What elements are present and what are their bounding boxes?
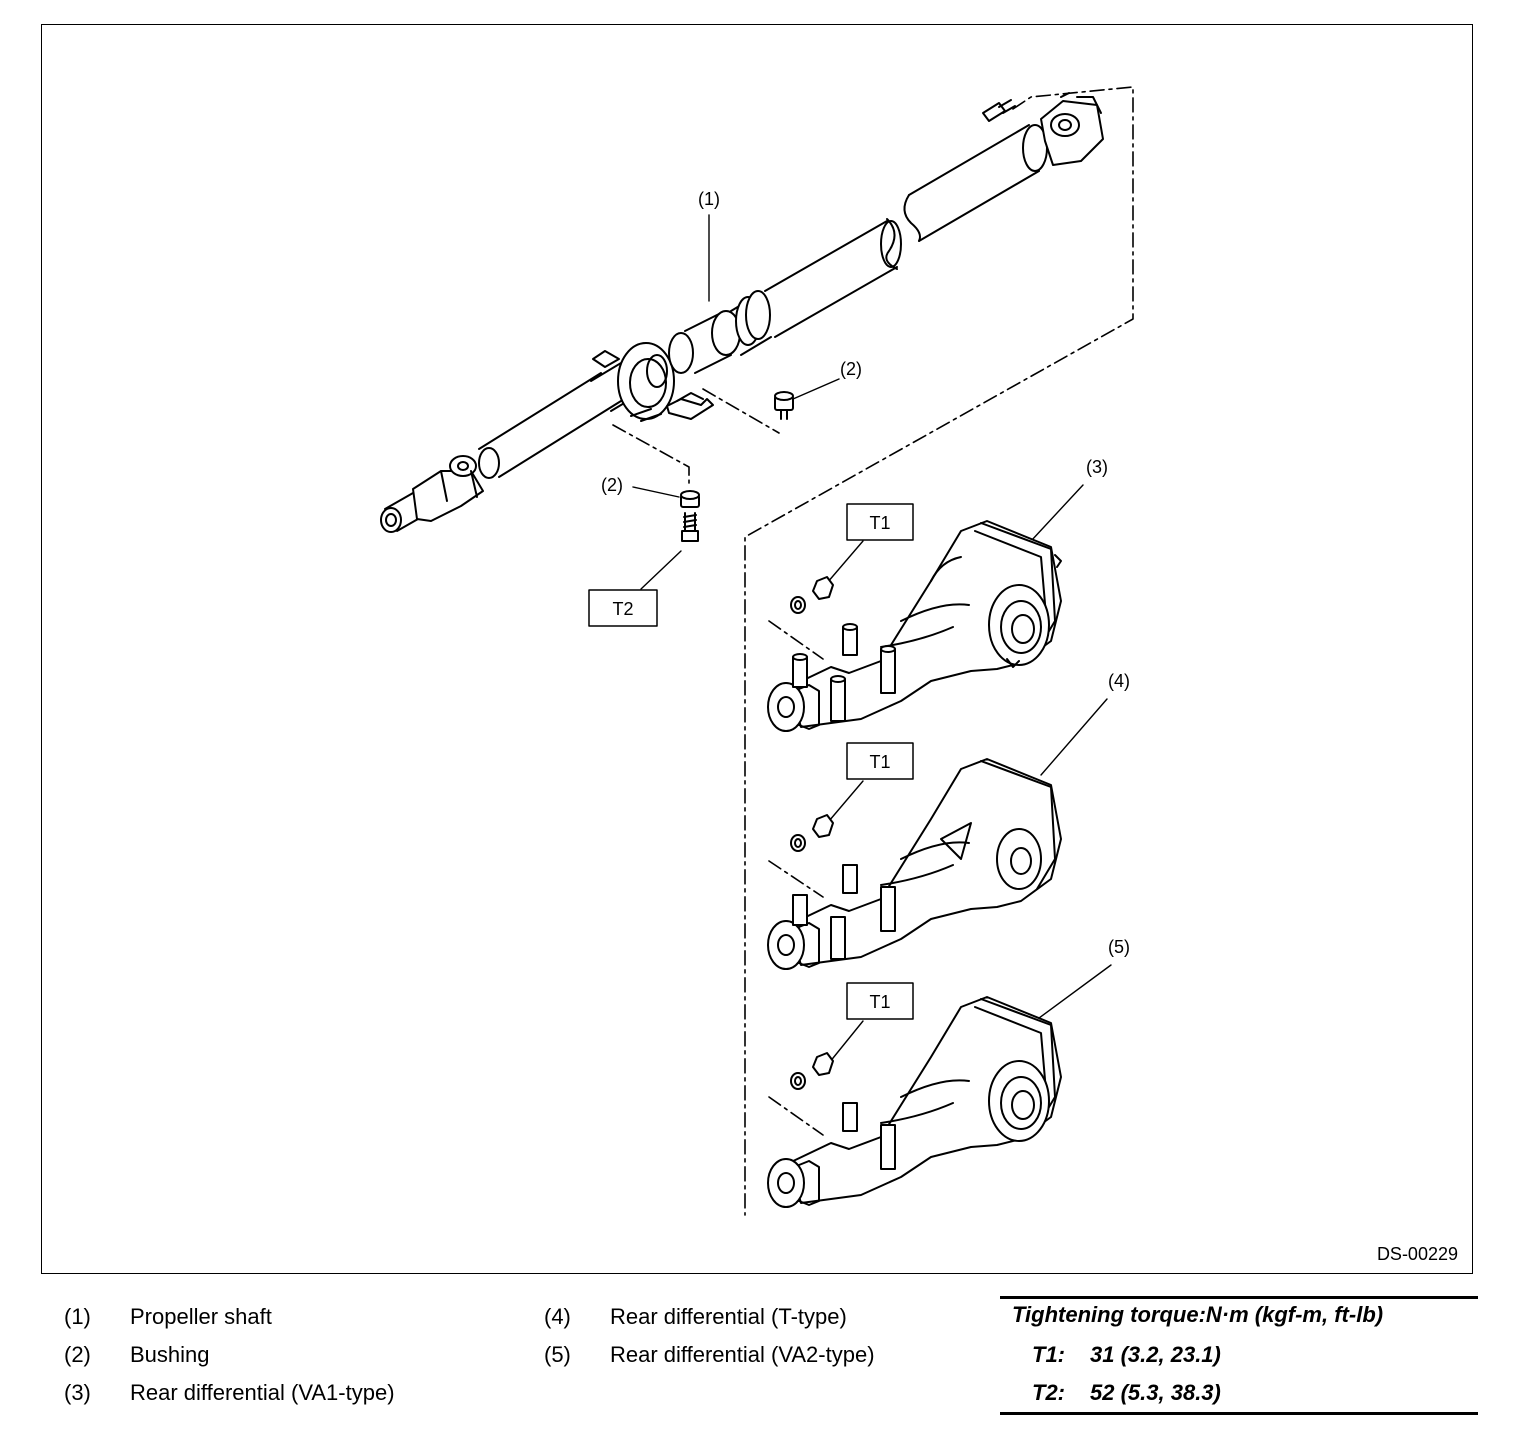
callout-3: (3) <box>1086 457 1108 477</box>
diagram-frame: (1) (2) (2) (3) (4) (5) T1 T1 T1 T2 DS-0… <box>41 24 1473 1274</box>
legend-column-2: (4) Rear differential (T-type) (5) Rear … <box>544 1304 964 1384</box>
t1-label-1: T1 <box>869 513 890 533</box>
legend-column-1: (1) Propeller shaft (2) Bushing (3) Rear… <box>64 1304 504 1424</box>
legend-text: Rear differential (T-type) <box>610 1304 847 1329</box>
torque-value: 52 (5.3, 38.3) <box>1090 1380 1221 1405</box>
rear-differential-va1 <box>767 520 1062 732</box>
legend-num: (4) <box>544 1304 571 1329</box>
legend-num: (2) <box>64 1342 91 1367</box>
callout-5: (5) <box>1108 937 1130 957</box>
t1-label-2: T1 <box>869 752 890 772</box>
legend-text: Rear differential (VA2-type) <box>610 1342 875 1367</box>
leader-lines <box>632 214 1112 1064</box>
t1-box-1 <box>846 503 914 541</box>
t2-label: T2 <box>612 599 633 619</box>
t1-box-3 <box>846 982 914 1020</box>
legend-num: (1) <box>64 1304 91 1329</box>
torque-row-t2: T2: 52 (5.3, 38.3) <box>1032 1380 1221 1406</box>
propeller-shaft <box>380 92 1104 533</box>
bushing-upper <box>774 391 794 420</box>
torque-table: Tightening torque:N·m (kgf-m, ft-lb) T1:… <box>1000 1296 1478 1416</box>
legend-text: Rear differential (VA1-type) <box>130 1380 395 1405</box>
callout-2-lower: (2) <box>601 475 623 495</box>
t2-box <box>588 589 658 627</box>
rear-differential-t-type <box>767 758 1062 970</box>
figure-id: DS-00229 <box>1376 1244 1458 1264</box>
exploded-view-drawing: (1) (2) (2) (3) (4) (5) T1 T1 T1 T2 <box>380 86 1134 1216</box>
torque-rule-bottom <box>1000 1412 1478 1415</box>
guide-lines <box>612 86 1134 1216</box>
t1-label-3: T1 <box>869 992 890 1012</box>
callout-1: (1) <box>698 189 720 209</box>
legend-num: (5) <box>544 1342 571 1367</box>
torque-key: T1: <box>1032 1342 1065 1367</box>
torque-title: Tightening torque:N·m (kgf-m, ft-lb) <box>1012 1302 1384 1327</box>
bushing-lower <box>680 490 700 508</box>
callout-4: (4) <box>1108 671 1130 691</box>
legend-num: (3) <box>64 1380 91 1405</box>
torque-key: T2: <box>1032 1380 1065 1405</box>
legend-text: Propeller shaft <box>130 1304 272 1329</box>
torque-rule-top <box>1000 1296 1478 1299</box>
torque-value: 31 (3.2, 23.1) <box>1090 1342 1221 1367</box>
callout-2-upper: (2) <box>840 359 862 379</box>
t1-box-2 <box>846 742 914 780</box>
bolt-t2 <box>681 512 699 542</box>
torque-row-t1: T1: 31 (3.2, 23.1) <box>1032 1342 1221 1368</box>
rear-differential-va2 <box>767 996 1062 1208</box>
legend-text: Bushing <box>130 1342 210 1367</box>
